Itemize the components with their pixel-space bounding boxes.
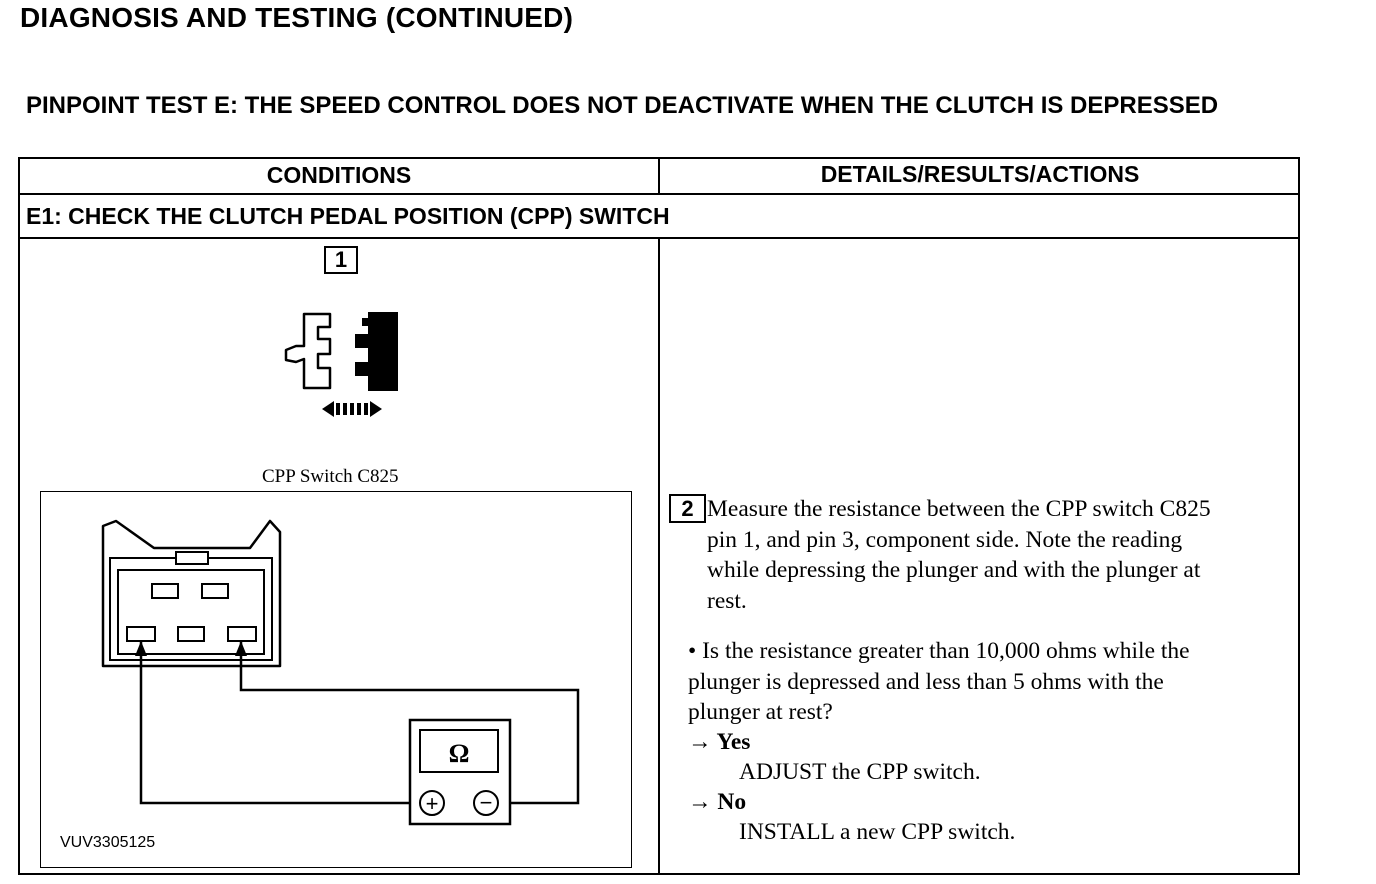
- ohm-symbol: Ω: [449, 739, 470, 768]
- body-column-divider: [658, 237, 660, 873]
- page-title: DIAGNOSIS AND TESTING (CONTINUED): [20, 2, 574, 33]
- positive-terminal-icon: [419, 790, 445, 816]
- resistance-test-diagram: Ω + −: [101, 519, 580, 826]
- svg-text:−: −: [480, 790, 493, 815]
- step-1-number: 1: [324, 246, 358, 274]
- step-2-number: 2: [669, 494, 706, 523]
- resistance-question: • Is the resistance greater than 10,000 …: [688, 638, 1190, 725]
- step-2-instruction: Measure the resistance between the CPP s…: [707, 496, 1211, 614]
- pinpoint-test-table: CONDITIONS DETAILS/RESULTS/ACTIONS E1: C…: [18, 157, 1300, 875]
- step-heading: E1: CHECK THE CLUTCH PEDAL POSITION (CPP…: [26, 203, 670, 229]
- negative-terminal-icon: [473, 790, 499, 816]
- connector-label: CPP Switch C825: [262, 466, 399, 487]
- pinpoint-test-title: PINPOINT TEST E: THE SPEED CONTROL DOES …: [26, 92, 1219, 119]
- svg-text:+: +: [426, 791, 439, 816]
- header-divider: [20, 193, 1298, 195]
- header-column-divider: [658, 159, 660, 193]
- figure-id: VUV3305125: [60, 834, 156, 851]
- yes-action: ADJUST the CPP switch.: [739, 759, 981, 785]
- details-column-header: DETAILS/RESULTS/ACTIONS: [820, 161, 1140, 187]
- connector-c825-shell: [101, 519, 282, 668]
- conditions-column-header: CONDITIONS: [266, 162, 412, 188]
- yes-label: → Yes: [688, 729, 751, 755]
- no-action: INSTALL a new CPP switch.: [739, 819, 1016, 845]
- plunger-action-icon: [284, 312, 398, 417]
- no-label: → No: [688, 789, 747, 815]
- wiring-diagram-frame: [40, 491, 632, 868]
